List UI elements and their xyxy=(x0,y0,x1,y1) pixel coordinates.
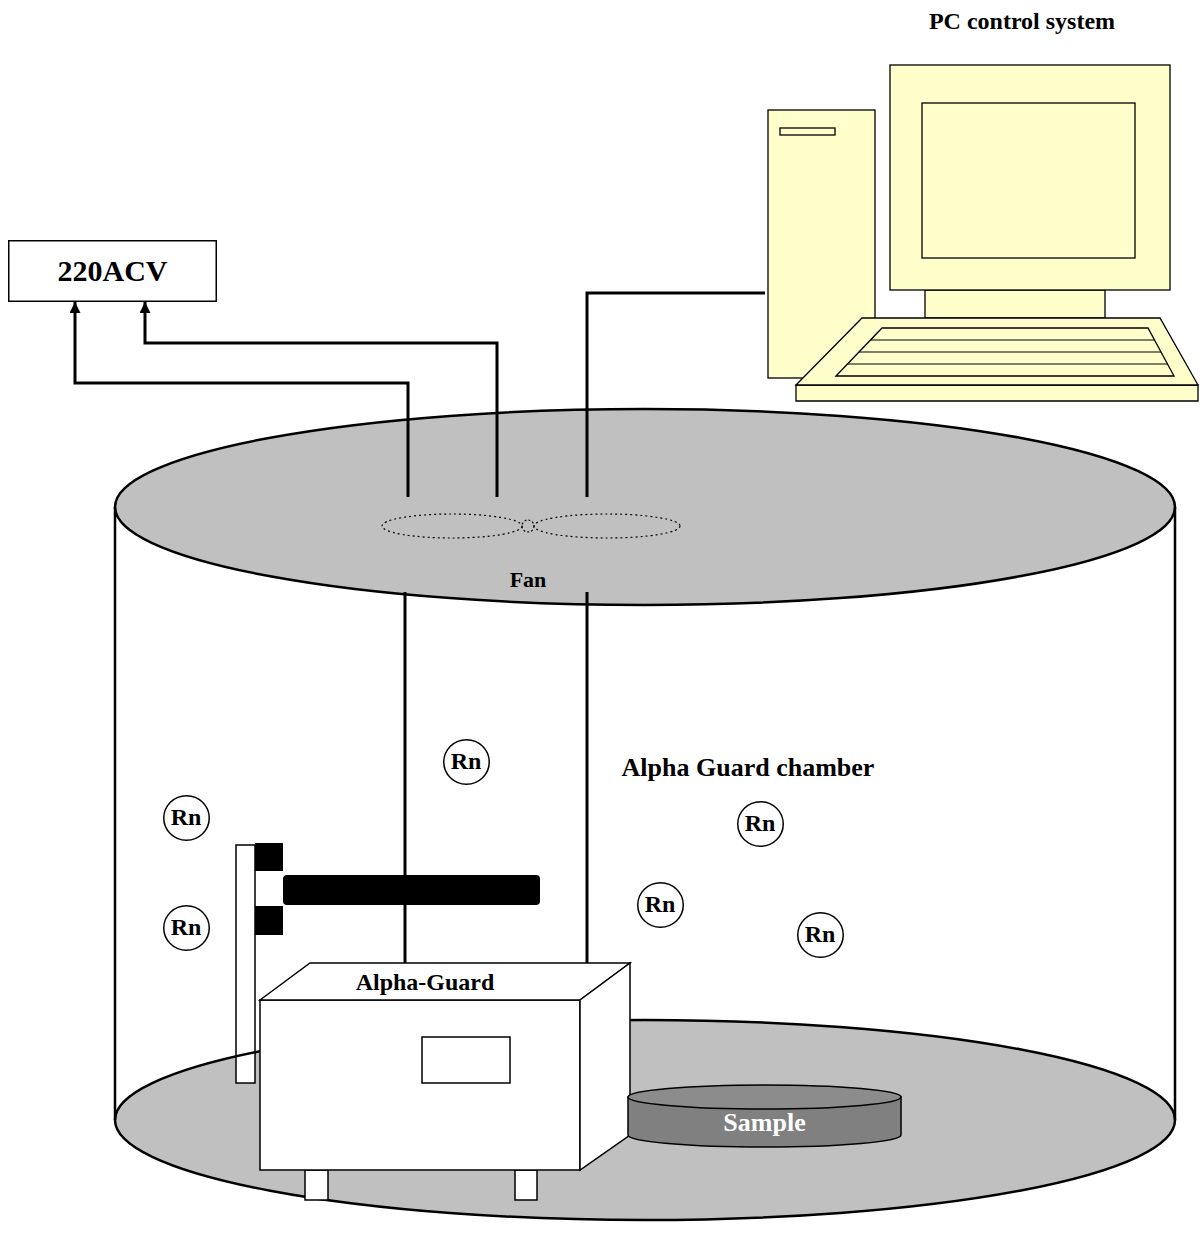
node-label: Rn xyxy=(645,891,676,919)
monitor-front xyxy=(260,1000,580,1170)
pc-key-row xyxy=(859,352,1161,353)
pc-keyboard xyxy=(796,318,1198,385)
radon-circle: Rn xyxy=(637,882,684,928)
detector-clamp xyxy=(255,843,283,871)
pc-key-row xyxy=(848,364,1168,365)
pc-monitor xyxy=(890,65,1170,290)
shape-group xyxy=(382,514,680,538)
detector-clamp xyxy=(255,906,283,935)
radon-circle: Rn xyxy=(443,739,490,785)
radon-circle: Rn xyxy=(797,912,844,958)
pc-keyboard-rim xyxy=(796,385,1198,401)
node-label: 220ACV xyxy=(58,254,168,289)
circle-outline xyxy=(163,906,209,951)
pc-key-row xyxy=(871,340,1155,341)
monitor-display xyxy=(422,1037,510,1083)
monitor-foot xyxy=(305,1170,328,1200)
chamber-wall xyxy=(1174,507,1177,1120)
node-label: Rn xyxy=(805,921,836,949)
monitor-side xyxy=(580,963,630,1170)
circle-outline xyxy=(737,802,783,847)
sample-top xyxy=(628,1085,901,1109)
node-label: Alpha-Guard xyxy=(356,969,495,997)
node-label: Rn xyxy=(171,914,202,942)
node-label: PC control system xyxy=(929,8,1115,36)
alpha-guard-monitor: Alpha-Guard xyxy=(258,963,632,1203)
circle-outline xyxy=(637,883,683,928)
shape-group xyxy=(260,963,630,1200)
node-label: Rn xyxy=(171,804,202,832)
pc-keys xyxy=(836,328,1174,376)
circle-outline xyxy=(797,913,843,958)
chamber-wall xyxy=(114,507,117,1120)
chamber-lid-outline xyxy=(115,409,1175,605)
radon-circle: Rn xyxy=(737,801,784,847)
node-label: Rn xyxy=(745,810,776,838)
shape-group xyxy=(768,65,1198,401)
wire-connector xyxy=(75,302,408,497)
box-outline xyxy=(9,241,217,302)
circle-outline xyxy=(443,740,489,785)
radon-circle: Rn xyxy=(163,905,210,951)
node-label: Sample xyxy=(723,1108,805,1138)
detector-plate xyxy=(236,845,255,1083)
wire-connector xyxy=(586,592,589,963)
detector-probe xyxy=(283,875,540,905)
fan-symbol: Fan xyxy=(378,497,682,592)
chamber-cylinder: Alpha Guard chamberFanRnRnRnRnRnRnAlpha-… xyxy=(115,408,1175,1220)
circle-outline xyxy=(163,796,209,841)
pc-monitor-stand xyxy=(925,290,1105,318)
pc-screen xyxy=(922,103,1135,258)
monitor-foot xyxy=(515,1170,537,1200)
chamber-lid xyxy=(115,409,1175,605)
pc-control-system: PC control system xyxy=(765,5,1201,410)
wire-connector xyxy=(145,302,497,497)
fan-blade xyxy=(534,514,680,538)
monitor-top xyxy=(260,963,630,1000)
wire-connector xyxy=(587,293,765,497)
node-outline xyxy=(258,963,632,1203)
fan-blade xyxy=(382,514,522,538)
node-label: Rn xyxy=(451,748,482,776)
wire-connector xyxy=(404,592,407,963)
pc-drive-slot xyxy=(780,128,835,135)
radon-circle: Rn xyxy=(163,795,210,841)
power-supply-box: 220ACV xyxy=(8,240,217,302)
sample-dish: Sample xyxy=(627,1083,902,1149)
node-outline xyxy=(765,5,1201,410)
shape-group xyxy=(115,409,1175,1220)
node-label: Fan xyxy=(510,567,547,592)
shape-group xyxy=(628,1085,901,1147)
fan-hub xyxy=(522,520,534,532)
node-label: Alpha Guard chamber xyxy=(622,753,875,783)
